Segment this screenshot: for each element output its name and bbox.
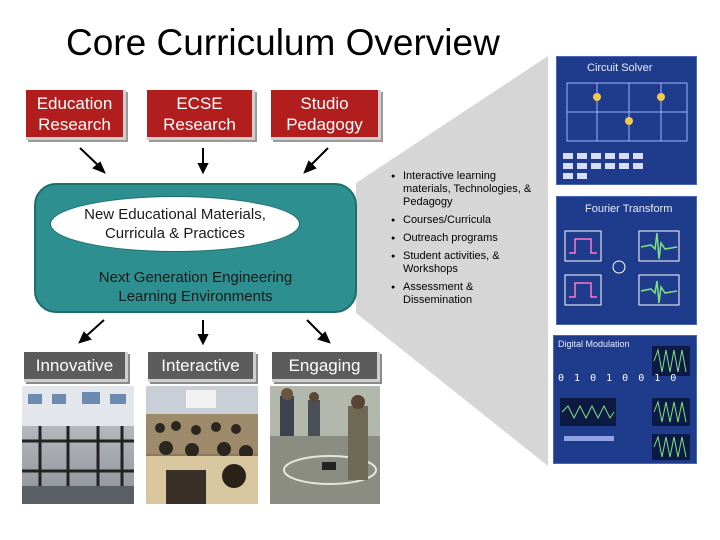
- digital-modulation-panel: Digital Modulation 0 1 0 1 0 0 1 0: [553, 335, 697, 464]
- lecture-hall-photo-art: [146, 386, 258, 504]
- list-item: Interactive learning materials, Technolo…: [393, 170, 543, 209]
- engaging-box: Engaging: [272, 352, 380, 382]
- outcomes-list: Interactive learning materials, Technolo…: [393, 170, 543, 312]
- ellipse-line-1: New Educational Materials,: [84, 205, 266, 224]
- innovative-label: Innovative: [36, 356, 114, 376]
- engaging-label: Engaging: [289, 356, 361, 376]
- interactive-label: Interactive: [161, 356, 239, 376]
- innovative-box: Innovative: [24, 352, 128, 382]
- ellipse-line-2: Curricula & Practices: [105, 224, 245, 243]
- arrowhead-edu: [94, 163, 104, 172]
- fourier-transform-title: Fourier Transform: [585, 203, 672, 215]
- circuit-solver-panel: Circuit Solver: [556, 56, 697, 185]
- robotics-photo-art: [270, 386, 380, 504]
- classroom-photo-art: [22, 386, 134, 504]
- circuit-diagram-art: [557, 57, 697, 185]
- next-gen-line-2: Learning Environments: [34, 287, 357, 306]
- bit-sequence: 0 1 0 1 0 0 1 0: [558, 373, 678, 384]
- list-item: Outreach programs: [393, 232, 543, 245]
- list-item: Assessment & Dissemination: [393, 281, 543, 307]
- classroom-photo: [22, 386, 134, 504]
- list-item: Student activities, & Workshops: [393, 250, 543, 276]
- fourier-plot-art: [557, 197, 697, 325]
- circuit-solver-title: Circuit Solver: [587, 62, 652, 74]
- interactive-box: Interactive: [148, 352, 256, 382]
- arrowhead-ecse: [199, 164, 207, 172]
- lecture-hall-photo: [146, 386, 258, 504]
- materials-ellipse: New Educational Materials, Curricula & P…: [50, 196, 300, 252]
- learning-environments-text: Next Generation Engineering Learning Env…: [34, 268, 357, 306]
- modulation-plot-art: [554, 336, 697, 464]
- next-gen-line-1: Next Generation Engineering: [34, 268, 357, 287]
- arrowhead-interactive: [199, 335, 207, 343]
- robotics-photo: [270, 386, 380, 504]
- list-item: Courses/Curricula: [393, 214, 543, 227]
- fourier-transform-panel: Fourier Transform: [556, 196, 697, 325]
- digital-modulation-title: Digital Modulation: [558, 339, 630, 349]
